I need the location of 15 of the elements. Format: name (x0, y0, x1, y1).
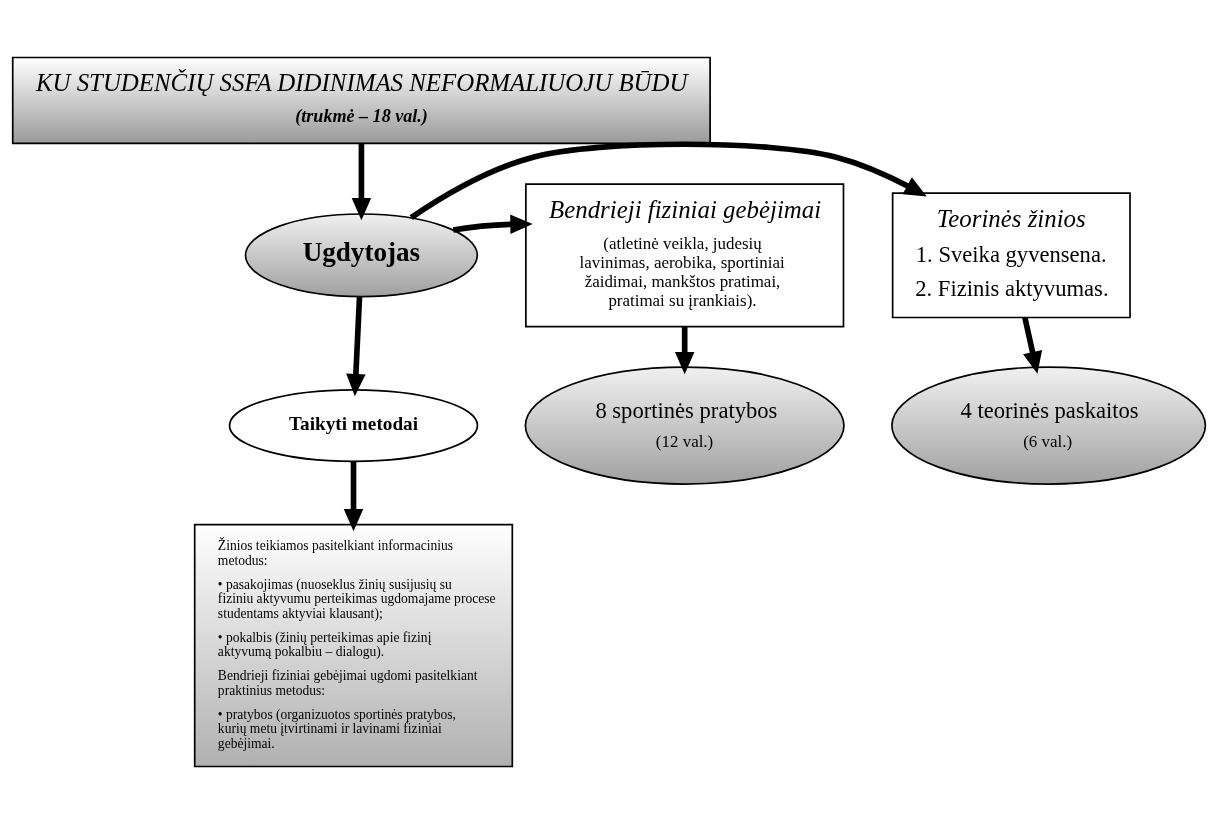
arrow (452, 214, 533, 234)
node-box: KU STUDENČIŲ SSFA DIDINIMAS NEFORMALIUOJU BŪDU (trukmė – 18 val.) (11, 56, 711, 144)
node-box: Bendrieji fiziniai gebėjimai (atletinė veikla, judesių lavinimas, aerobika, sportiniai žaidimai, mankštos pratimai, pratimai su įrankiais). (525, 182, 845, 327)
arrow (409, 140, 927, 220)
arrow (1022, 316, 1043, 374)
node-ellipse: Ugdytojas (244, 212, 479, 297)
node-box: Žinios teikiamos pasitelkiant informacinius metodus: • pasakojimas (nuoseklus žinių susijusių su fiziniu aktyvumu perteikimas ugdomajame procese studentams aktyviai klausant); • pokalbis (žinių perteikimas apie fizinį aktyvumą pokalbiu – dialogu). Bendrieji fiziniai gebėjimai ugdomi pasitelkiant praktinius metodus: • pratybos (organizuotos sportinės pratybos, kurių metu įtvirtinami ir lavinami fiziniai gebėjimai. (193, 523, 514, 767)
arrow (351, 143, 372, 220)
node-ellipse: 8 sportinės pratybos (12 val.) (524, 365, 845, 485)
arrow (346, 296, 366, 396)
arrow (674, 326, 695, 374)
node-ellipse: 4 teorinės paskaitos (6 val.) (891, 365, 1207, 485)
arrow (343, 461, 364, 531)
node-box: Teorinės žinios 1. Sveika gyvensena. 2. Fizinis aktyvumas. (891, 191, 1131, 318)
node-ellipse: Taikyti metodai (228, 388, 479, 462)
